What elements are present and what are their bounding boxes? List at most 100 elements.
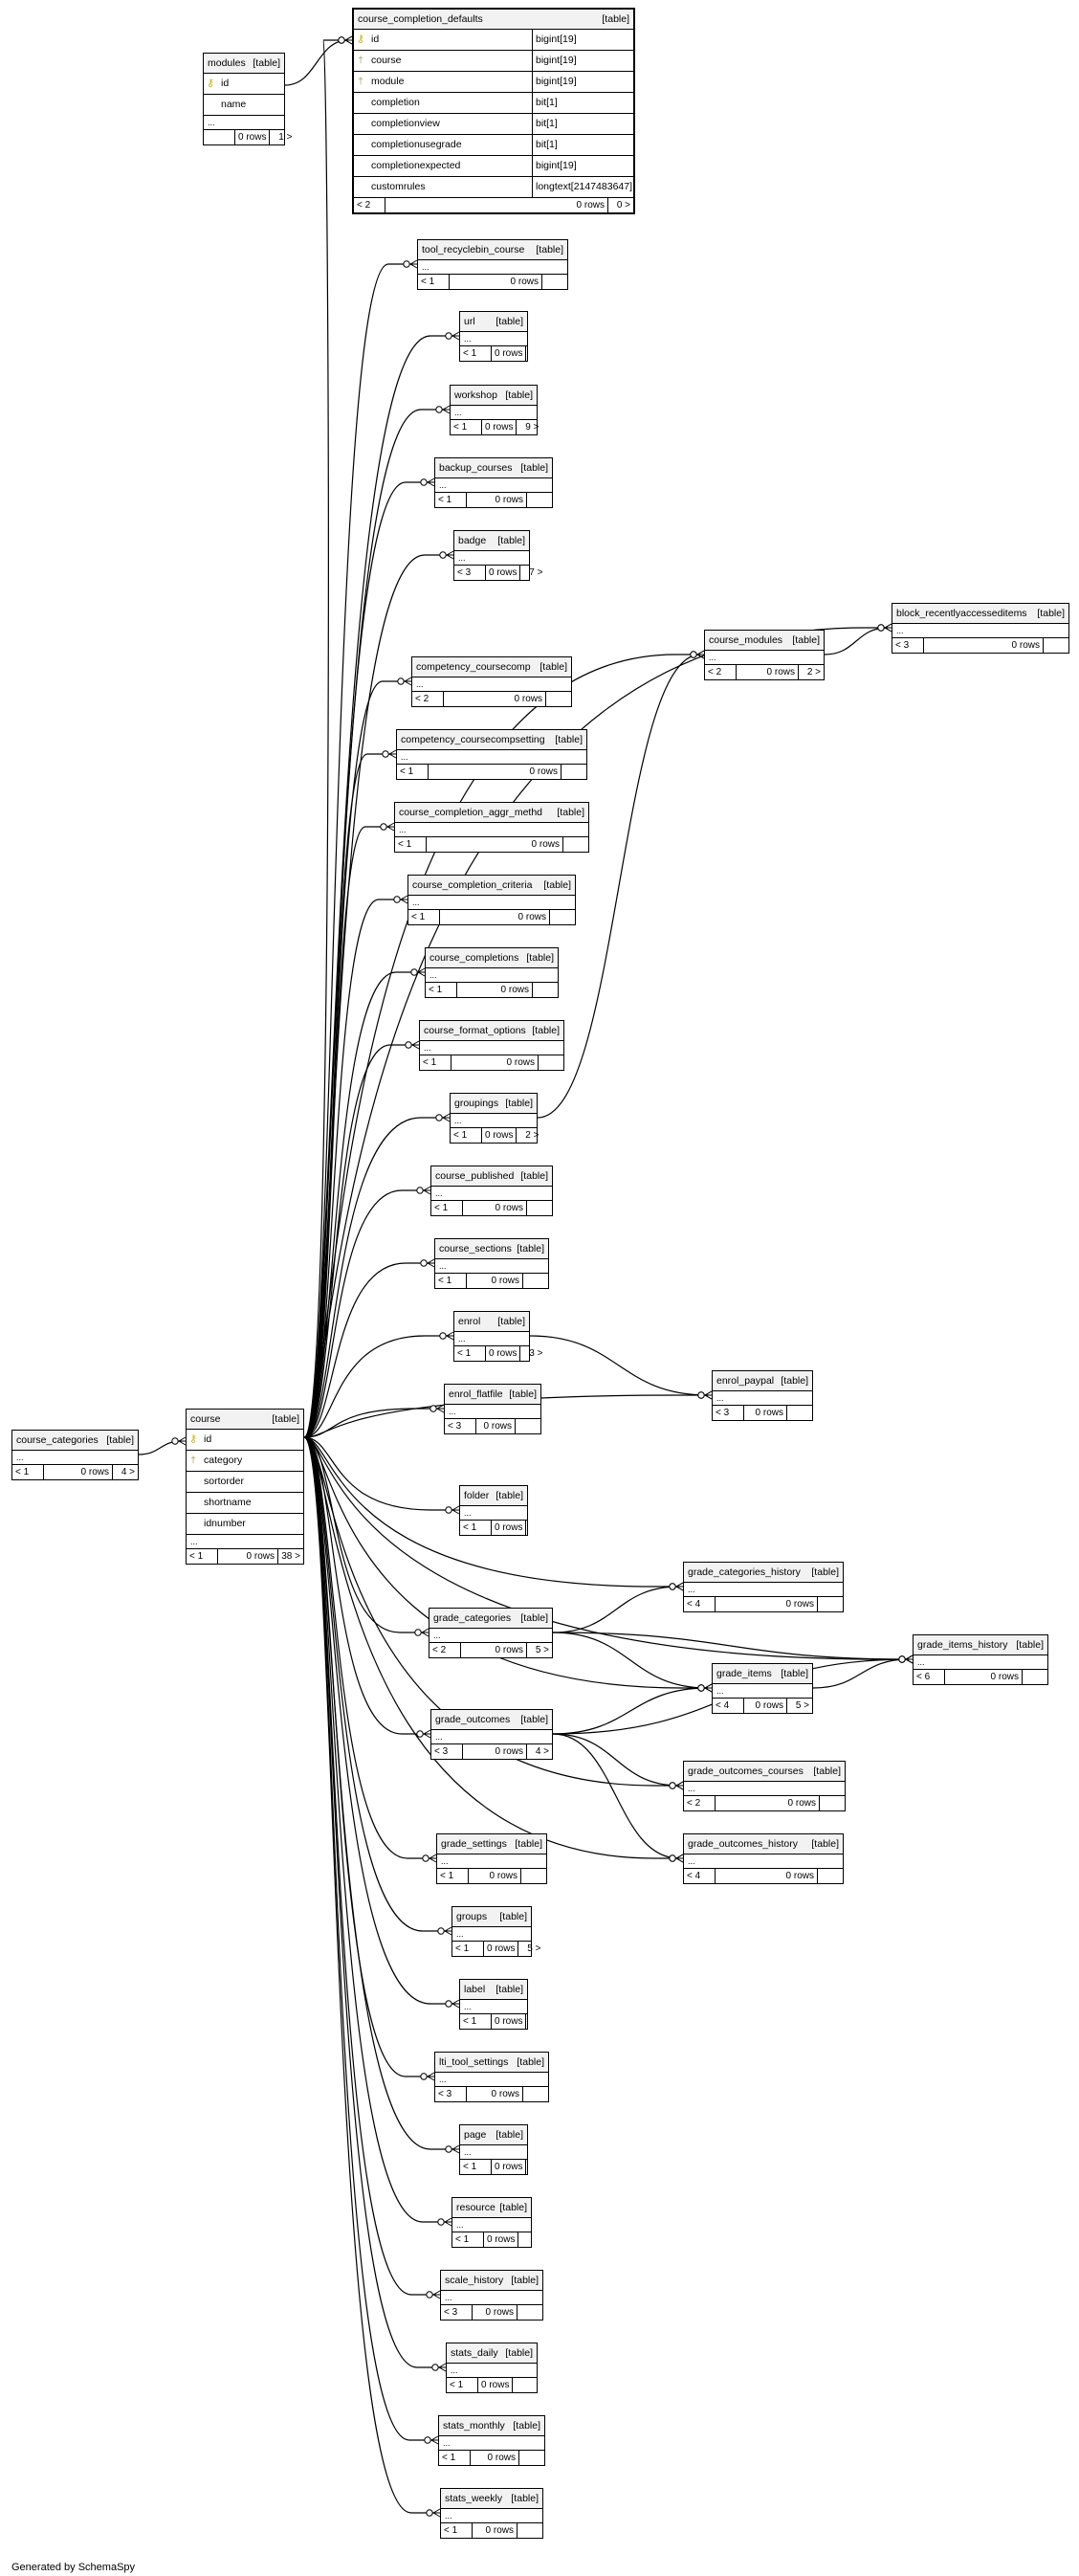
parents-link[interactable]: < 4 — [684, 1597, 716, 1611]
parents-link[interactable]: < 4 — [713, 1699, 744, 1713]
children-link[interactable] — [517, 2523, 542, 2538]
parents-link[interactable]: < 3 — [454, 566, 486, 580]
children-link[interactable] — [518, 2232, 543, 2247]
children-link[interactable] — [516, 1419, 540, 1433]
parents-link[interactable]: < 1 — [460, 2160, 492, 2174]
parents-link[interactable]: < 2 — [354, 198, 385, 212]
children-link[interactable] — [527, 493, 552, 507]
parents-link[interactable]: < 2 — [412, 692, 444, 706]
table-competency-coursecompsetting[interactable]: competency_coursecompsetting[table]...< … — [396, 729, 587, 780]
parents-link[interactable]: < 3 — [441, 2305, 473, 2320]
parents-link[interactable]: < 3 — [445, 1419, 476, 1433]
parents-link[interactable]: < 1 — [418, 275, 450, 289]
parents-link[interactable]: < 1 — [408, 910, 440, 924]
children-link[interactable] — [533, 983, 558, 997]
parents-link[interactable]: < 1 — [187, 1549, 218, 1564]
parents-link[interactable]: < 1 — [452, 2232, 484, 2247]
children-link[interactable]: 5 > — [795, 1699, 809, 1711]
children-link[interactable] — [519, 2451, 544, 2465]
parents-link[interactable]: < 1 — [439, 2451, 471, 2465]
parents-link[interactable]: < 1 — [441, 2523, 473, 2538]
children-link[interactable] — [818, 1869, 843, 1883]
parents-link[interactable]: < 1 — [460, 2014, 492, 2029]
parents-link[interactable]: < 1 — [452, 1942, 484, 1956]
parents-link[interactable]: < 2 — [429, 1643, 461, 1657]
children-link[interactable] — [546, 692, 571, 706]
children-link[interactable] — [526, 2014, 551, 2029]
children-link[interactable] — [1023, 1670, 1047, 1684]
parents-link[interactable]: < 1 — [451, 1128, 482, 1143]
parents-link[interactable] — [204, 130, 235, 144]
children-link[interactable]: 7 > — [529, 566, 543, 578]
parents-link[interactable]: < 1 — [397, 765, 429, 779]
children-link[interactable] — [562, 765, 586, 779]
parents-link[interactable]: < 6 — [914, 1670, 945, 1684]
parents-link[interactable]: < 2 — [705, 665, 737, 679]
parents-link[interactable]: < 3 — [431, 1744, 463, 1759]
children-link[interactable]: 2 > — [525, 1129, 540, 1141]
parents-link[interactable]: < 1 — [12, 1465, 44, 1479]
parents-link[interactable]: < 1 — [460, 346, 492, 361]
parents-link[interactable]: < 1 — [395, 837, 427, 852]
children-link[interactable] — [563, 837, 588, 852]
parents-link[interactable]: < 2 — [684, 1796, 716, 1810]
children-link[interactable]: 0 > — [616, 199, 630, 211]
children-link[interactable]: 4 > — [121, 1466, 135, 1477]
children-link[interactable] — [542, 275, 567, 289]
children-link[interactable] — [1044, 638, 1068, 653]
children-link[interactable] — [550, 910, 575, 924]
parents-link[interactable]: < 1 — [435, 1274, 467, 1288]
table-block-recentlyaccesseditems[interactable]: block_recentlyaccesseditems[table]...< 3… — [892, 603, 1069, 654]
children-link[interactable] — [523, 2087, 548, 2101]
children-link[interactable] — [820, 1796, 845, 1810]
parents-link[interactable]: < 1 — [454, 1346, 486, 1361]
parents-link[interactable]: < 1 — [460, 1521, 492, 1535]
children-link[interactable] — [818, 1597, 843, 1611]
children-link[interactable]: 3 > — [529, 1347, 543, 1359]
children-link[interactable] — [526, 1521, 551, 1535]
children-link[interactable]: 1 > — [278, 131, 293, 143]
children-link[interactable] — [526, 2160, 551, 2174]
children-link[interactable]: 9 > — [525, 421, 540, 433]
children-link[interactable] — [521, 1869, 546, 1883]
children-link[interactable]: 2 > — [806, 666, 821, 677]
children-link[interactable] — [517, 2305, 542, 2320]
children-link[interactable]: 38 > — [281, 1550, 300, 1562]
parents-link[interactable]: < 4 — [684, 1869, 716, 1883]
children-link[interactable] — [787, 1406, 812, 1420]
parents-link[interactable]: < 1 — [437, 1869, 469, 1883]
children-link[interactable] — [539, 1055, 563, 1070]
children-link[interactable] — [526, 346, 551, 361]
